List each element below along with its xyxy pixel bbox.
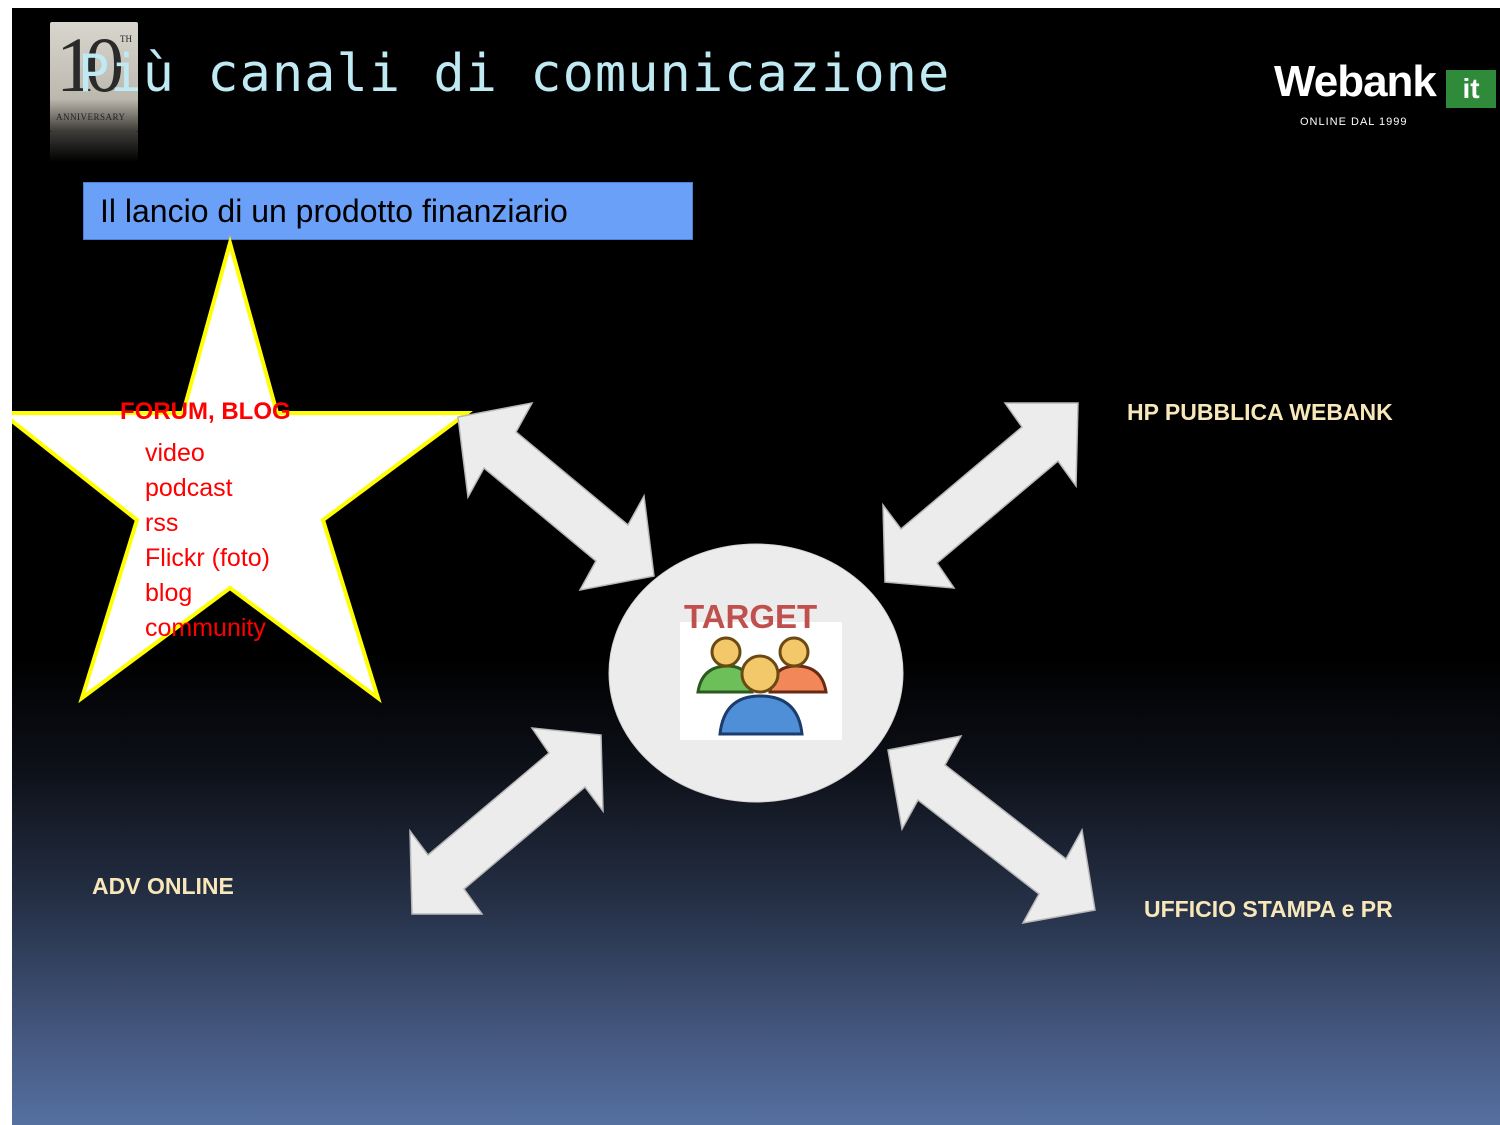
channel-hp-webank: HP PUBBLICA WEBANK (1127, 399, 1393, 425)
badge-reflection (50, 132, 138, 162)
list-item: blog (145, 579, 193, 607)
slide: 10 TH ANNIVERSARY Più canali di comunica… (12, 8, 1500, 1125)
forum-blog-title: FORUM, BLOG (120, 398, 291, 425)
people-icon-box (680, 622, 842, 740)
anniversary-number: 10 (56, 21, 124, 108)
logo-brand: Webank (1274, 57, 1437, 106)
page-title: Più canali di comunicazione (78, 44, 951, 104)
logo-suffix: it (1446, 70, 1496, 108)
anniversary-superscript: TH (120, 34, 132, 44)
list-item: podcast (145, 474, 233, 502)
list-item: video (145, 439, 205, 467)
group-of-people-icon (696, 636, 828, 736)
slide-margin (0, 0, 12, 1125)
arrow-star-target (457, 401, 655, 592)
logo-tagline: ONLINE DAL 1999 (1300, 116, 1408, 128)
target-label: TARGET (684, 598, 818, 635)
list-item: Flickr (foto) (145, 544, 270, 572)
forum-star-shape (12, 235, 474, 704)
anniversary-badge: 10 TH ANNIVERSARY (50, 21, 138, 162)
arrow-target-hp (882, 402, 1079, 589)
list-item: rss (145, 509, 179, 537)
arrow-target-press (887, 734, 1096, 925)
channel-adv-online: ADV ONLINE (92, 873, 234, 899)
forum-channel-list: video podcast rss Flickr (foto) blog com… (145, 436, 270, 646)
headline-text: Il lancio di un prodotto finanziario (100, 193, 568, 229)
headline-box: Il lancio di un prodotto finanziario (83, 182, 693, 240)
anniversary-caption: ANNIVERSARY (56, 112, 126, 122)
webank-logo: Webank it ONLINE DAL 1999 (1274, 60, 1500, 130)
channel-ufficio-stampa: UFFICIO STAMPA e PR (1144, 896, 1393, 922)
arrow-target-adv (409, 727, 604, 915)
list-item: community (145, 614, 266, 642)
